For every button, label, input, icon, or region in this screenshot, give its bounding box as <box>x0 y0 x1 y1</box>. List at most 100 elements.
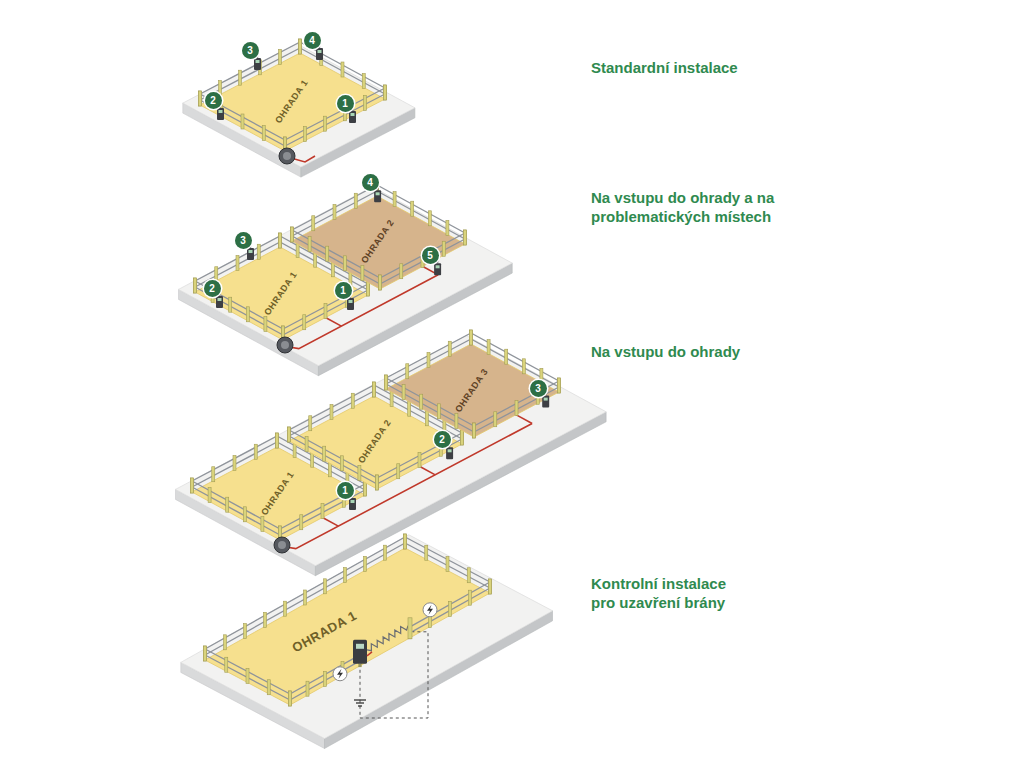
fence-post <box>463 230 466 245</box>
fence-post <box>449 601 452 616</box>
fence-rail <box>283 284 368 329</box>
fence-tester <box>247 248 254 260</box>
callout-number: 3 <box>530 380 547 397</box>
fence-post <box>208 488 211 503</box>
tester-display <box>447 449 451 452</box>
fence-rail <box>290 661 360 700</box>
fence-post <box>244 624 247 639</box>
fence-rail <box>405 537 490 582</box>
callout-number: 4 <box>304 32 321 49</box>
power-wire <box>367 652 372 656</box>
section-heading: Standardní instalace <box>591 58 821 77</box>
paddock-fill <box>292 196 465 289</box>
fence-tester <box>349 498 356 510</box>
fence-post <box>351 393 354 408</box>
fence-post <box>384 85 387 100</box>
tester-display <box>318 50 322 53</box>
fence-post <box>289 691 292 706</box>
fence-post <box>354 193 357 208</box>
fence-post <box>194 278 197 293</box>
fence-rail <box>410 582 490 627</box>
fence-post <box>361 265 364 280</box>
fence-post <box>463 230 466 245</box>
fence-post <box>364 95 367 110</box>
tester-display <box>543 398 547 401</box>
fence-post <box>328 462 331 477</box>
fence-post <box>279 233 282 248</box>
fence-post <box>312 215 315 230</box>
fence-post <box>418 452 421 467</box>
fence-tester <box>347 298 354 310</box>
fence-post <box>264 316 267 331</box>
fence-post <box>372 382 375 397</box>
fence-post <box>460 430 463 445</box>
fence-post <box>233 456 236 471</box>
fence-rail <box>280 490 365 535</box>
fence-rail <box>386 333 471 378</box>
fence-post <box>321 504 324 519</box>
fence-tester <box>374 190 381 202</box>
fence-post <box>367 281 370 296</box>
power-wire <box>419 466 435 475</box>
fence-post <box>358 465 361 480</box>
fence-post <box>305 436 308 451</box>
tester-display <box>249 250 253 253</box>
fence-rail <box>380 239 465 284</box>
energizer <box>274 537 290 553</box>
fence-post <box>330 404 333 419</box>
slab-top <box>181 535 553 739</box>
energizer <box>353 640 367 664</box>
fence-post <box>364 556 367 571</box>
fence-post <box>243 507 246 522</box>
fence-post <box>428 210 431 225</box>
fence-post <box>557 378 560 393</box>
fence-post <box>199 91 202 106</box>
fence-post <box>299 39 302 54</box>
fence-tester <box>216 296 223 308</box>
fence-post <box>467 568 470 583</box>
fence-rail <box>289 385 374 430</box>
callout-number: 2 <box>434 431 451 448</box>
fence-post <box>239 70 242 85</box>
callout-number: 1 <box>337 482 354 499</box>
fence-post <box>384 85 387 100</box>
callout-number: 1 <box>337 95 354 112</box>
fence-post <box>425 410 428 425</box>
fence-post <box>460 430 463 445</box>
fence-rail <box>200 42 300 94</box>
fence-rail <box>290 655 360 694</box>
voltage-icon <box>423 603 437 617</box>
fence-tester <box>316 48 323 60</box>
callout-number: 2 <box>205 92 222 109</box>
fence-post <box>304 590 307 605</box>
power-wire <box>326 318 342 327</box>
fence-post <box>344 568 347 583</box>
fence-post <box>262 126 265 141</box>
fence-post <box>437 404 440 419</box>
callout-number: 3 <box>235 232 252 249</box>
tester-display <box>435 265 439 268</box>
fence-post <box>378 275 381 290</box>
fence-rail <box>205 649 290 694</box>
energizer-face <box>281 341 289 349</box>
power-wire <box>516 415 532 424</box>
fence-rail <box>285 94 385 146</box>
fence-post <box>489 579 492 594</box>
fence-rail <box>300 48 385 94</box>
callout-number: 4 <box>362 174 379 191</box>
fence-post <box>299 39 302 54</box>
fence-rail <box>205 543 405 655</box>
fence-post <box>390 391 393 406</box>
fence-post <box>487 340 490 355</box>
fence-post <box>343 255 346 270</box>
fence-post <box>397 463 400 478</box>
ground-symbol <box>354 699 366 700</box>
fence-post <box>455 414 458 429</box>
callout-number: 5 <box>422 247 439 264</box>
fence-post <box>324 304 327 319</box>
fence-post <box>362 74 365 89</box>
fence-post <box>279 49 282 64</box>
fence-post <box>246 307 249 322</box>
fence-post <box>264 612 267 627</box>
fence-post <box>469 330 472 345</box>
